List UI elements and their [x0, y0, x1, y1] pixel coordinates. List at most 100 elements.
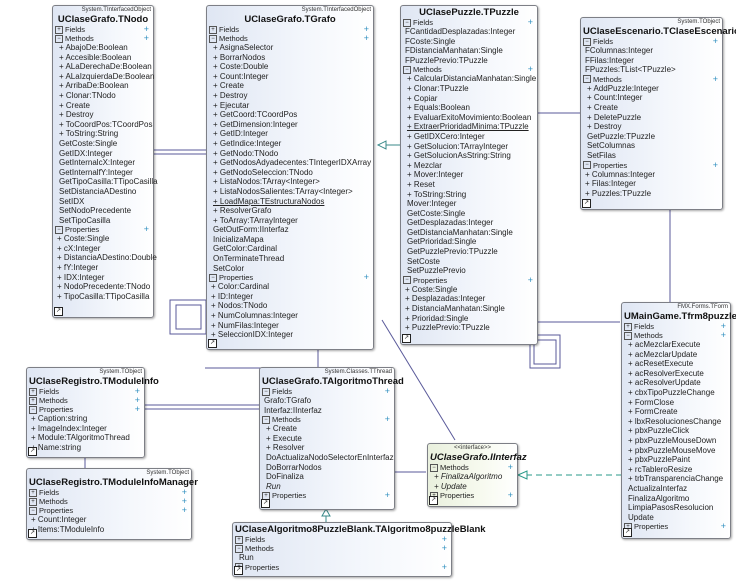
section-properties[interactable]: +Properties+	[235, 562, 449, 572]
member[interactable]: pbxPuzzleClick	[624, 426, 728, 436]
section-properties[interactable]: +Properties+	[430, 491, 515, 500]
section-methods[interactable]: +Methods+	[29, 396, 142, 405]
member[interactable]: GetDimension:Integer	[209, 120, 371, 130]
member[interactable]: ToCoordPos:TCoordPos	[55, 120, 153, 130]
section-methods[interactable]: +Methods+	[29, 497, 189, 506]
class-tnodo[interactable]: System.TInterfacedObject UClaseGrafo.TNo…	[52, 5, 158, 318]
member[interactable]: DeletePuzzle	[583, 113, 720, 123]
add-icon[interactable]: +	[363, 272, 369, 283]
section-methods[interactable]: −Methods+	[624, 331, 728, 340]
member[interactable]: trbTransparenciaChange	[624, 474, 728, 484]
add-icon[interactable]: +	[134, 386, 140, 396]
member[interactable]: GetInternalfY:Integer	[59, 167, 133, 177]
member[interactable]: DoFinaliza	[266, 472, 304, 482]
collapse-icon[interactable]: −	[583, 37, 591, 46]
member[interactable]: Name:string	[29, 443, 142, 453]
collapse-icon[interactable]: −	[29, 405, 37, 414]
add-icon[interactable]: +	[507, 462, 513, 472]
class-tmoduleinfomanager[interactable]: System.TObject UClaseRegistro.TModuleInf…	[26, 468, 198, 540]
expand-icon[interactable]: +	[29, 497, 37, 506]
add-icon[interactable]: +	[134, 395, 140, 405]
member[interactable]: Caption:string	[29, 414, 142, 424]
member[interactable]: Copiar	[403, 94, 535, 104]
member[interactable]: FPuzzles:TList<TPuzzle>	[585, 65, 676, 75]
section-fields[interactable]: +Fields+	[55, 25, 151, 34]
member[interactable]: IDX:Integer	[55, 273, 151, 283]
member[interactable]: Mover:Integer	[403, 170, 535, 180]
member[interactable]: GetNodo:TNodo	[209, 149, 371, 159]
member[interactable]: acMezclarUpdate	[624, 350, 728, 360]
member[interactable]: SetFilas	[587, 150, 616, 160]
add-icon[interactable]: +	[712, 159, 718, 170]
member[interactable]: GetCoste:Single	[59, 138, 118, 148]
collapse-icon[interactable]: −	[29, 506, 37, 515]
member[interactable]: lbxResolucionesChange	[624, 417, 728, 427]
member[interactable]: GetNodosAdyadecentes:TIntegerIDXArray	[209, 158, 371, 168]
member[interactable]: GetDesplazadas:Integer	[407, 218, 494, 228]
member[interactable]: ToString:String	[55, 129, 151, 139]
member[interactable]: NumFilas:Integer	[209, 321, 371, 331]
member[interactable]: DistanciaManhatan:Single	[403, 304, 535, 314]
collapse-icon[interactable]: −	[55, 225, 63, 234]
collapse-icon[interactable]: −	[403, 276, 411, 285]
member[interactable]: DoActualizaNodoSelectorEnInterfaz	[266, 452, 394, 462]
collapse-icon[interactable]: −	[262, 387, 270, 396]
member[interactable]: Color:Cardinal	[209, 282, 371, 292]
add-icon[interactable]: +	[720, 521, 726, 532]
member[interactable]: PuzzlePrevio:TPuzzle	[403, 323, 535, 333]
member[interactable]: Items:TModuleInfo	[29, 525, 189, 535]
member[interactable]: FColumnas:Integer	[585, 46, 654, 55]
member[interactable]: GetTipoCasilla:TTipoCasilla	[59, 177, 158, 187]
section-fields[interactable]: +Fields+	[29, 488, 189, 497]
member[interactable]: SetIDX	[59, 196, 85, 206]
member[interactable]: Columnas:Integer	[583, 170, 720, 180]
member[interactable]: ALaIzquierdaDe:Boolean	[55, 72, 154, 82]
member[interactable]: SetCoste	[407, 256, 440, 266]
member[interactable]: GetID:Integer	[209, 129, 371, 139]
member[interactable]: GetIndice:Integer	[209, 139, 371, 149]
add-icon[interactable]: +	[143, 24, 149, 34]
member[interactable]: SetColor	[213, 263, 245, 273]
member[interactable]: FCoste:Single	[405, 36, 456, 46]
section-fields[interactable]: −Fields+	[262, 387, 392, 396]
member[interactable]: Grafo:TGrafo	[264, 396, 312, 405]
member[interactable]: Ejecutar	[209, 101, 371, 111]
member[interactable]: GetPuzzle:TPuzzle	[587, 131, 656, 141]
member[interactable]: Filas:Integer	[583, 179, 720, 189]
member[interactable]: Puzzles:TPuzzle	[583, 189, 720, 199]
section-properties[interactable]: −Properties+	[55, 225, 151, 234]
section-properties[interactable]: +Properties+	[624, 522, 728, 531]
add-icon[interactable]: +	[384, 490, 390, 501]
member[interactable]: ActualizaInterfaz	[628, 483, 688, 493]
class-tfrm8puzzle[interactable]: FMX.Forms.TForm UMainGame.Tfrm8puzzle +F…	[621, 302, 736, 539]
member[interactable]: AbajoDe:Boolean	[55, 43, 151, 53]
member[interactable]: Prioridad:Single	[403, 314, 535, 324]
member[interactable]: Coste:Double	[209, 62, 371, 72]
member[interactable]: GetCoord:TCoordPos	[209, 110, 371, 120]
member[interactable]: Count:Integer	[209, 72, 371, 82]
member[interactable]: GetNodoSeleccion:TNodo	[209, 168, 371, 178]
section-methods[interactable]: −Methods+	[55, 34, 151, 43]
member[interactable]: TipoCasilla:TTipoCasilla	[55, 292, 151, 302]
add-icon[interactable]: +	[720, 321, 726, 331]
section-fields[interactable]: +Fields+	[235, 535, 449, 544]
add-icon[interactable]: +	[134, 404, 140, 414]
section-methods[interactable]: −Methods+	[430, 463, 515, 472]
member[interactable]: Create	[55, 101, 151, 111]
member[interactable]: FFilas:Integer	[585, 55, 634, 65]
member[interactable]: Count:Integer	[583, 93, 720, 103]
expand-icon[interactable]: +	[624, 322, 632, 331]
member[interactable]: ToString:String	[403, 190, 535, 200]
member[interactable]: AddPuzzle:Integer	[583, 84, 720, 94]
add-icon[interactable]: +	[507, 490, 513, 501]
member[interactable]: Update	[628, 512, 654, 522]
member[interactable]: acResetExecute	[624, 359, 728, 369]
member[interactable]: rcTableroResize	[624, 465, 728, 475]
member[interactable]: SetPuzzlePrevio	[407, 266, 466, 276]
section-methods[interactable]: −Methods+	[583, 74, 720, 84]
section-methods[interactable]: −Methods+	[262, 415, 392, 424]
member[interactable]: FDistanciaManhatan:Single	[405, 46, 503, 56]
member[interactable]: acResolverUpdate	[624, 378, 728, 388]
member[interactable]: Update	[430, 482, 515, 492]
member[interactable]: ListaNodosSalientes:TArray<Integer>	[209, 187, 371, 197]
